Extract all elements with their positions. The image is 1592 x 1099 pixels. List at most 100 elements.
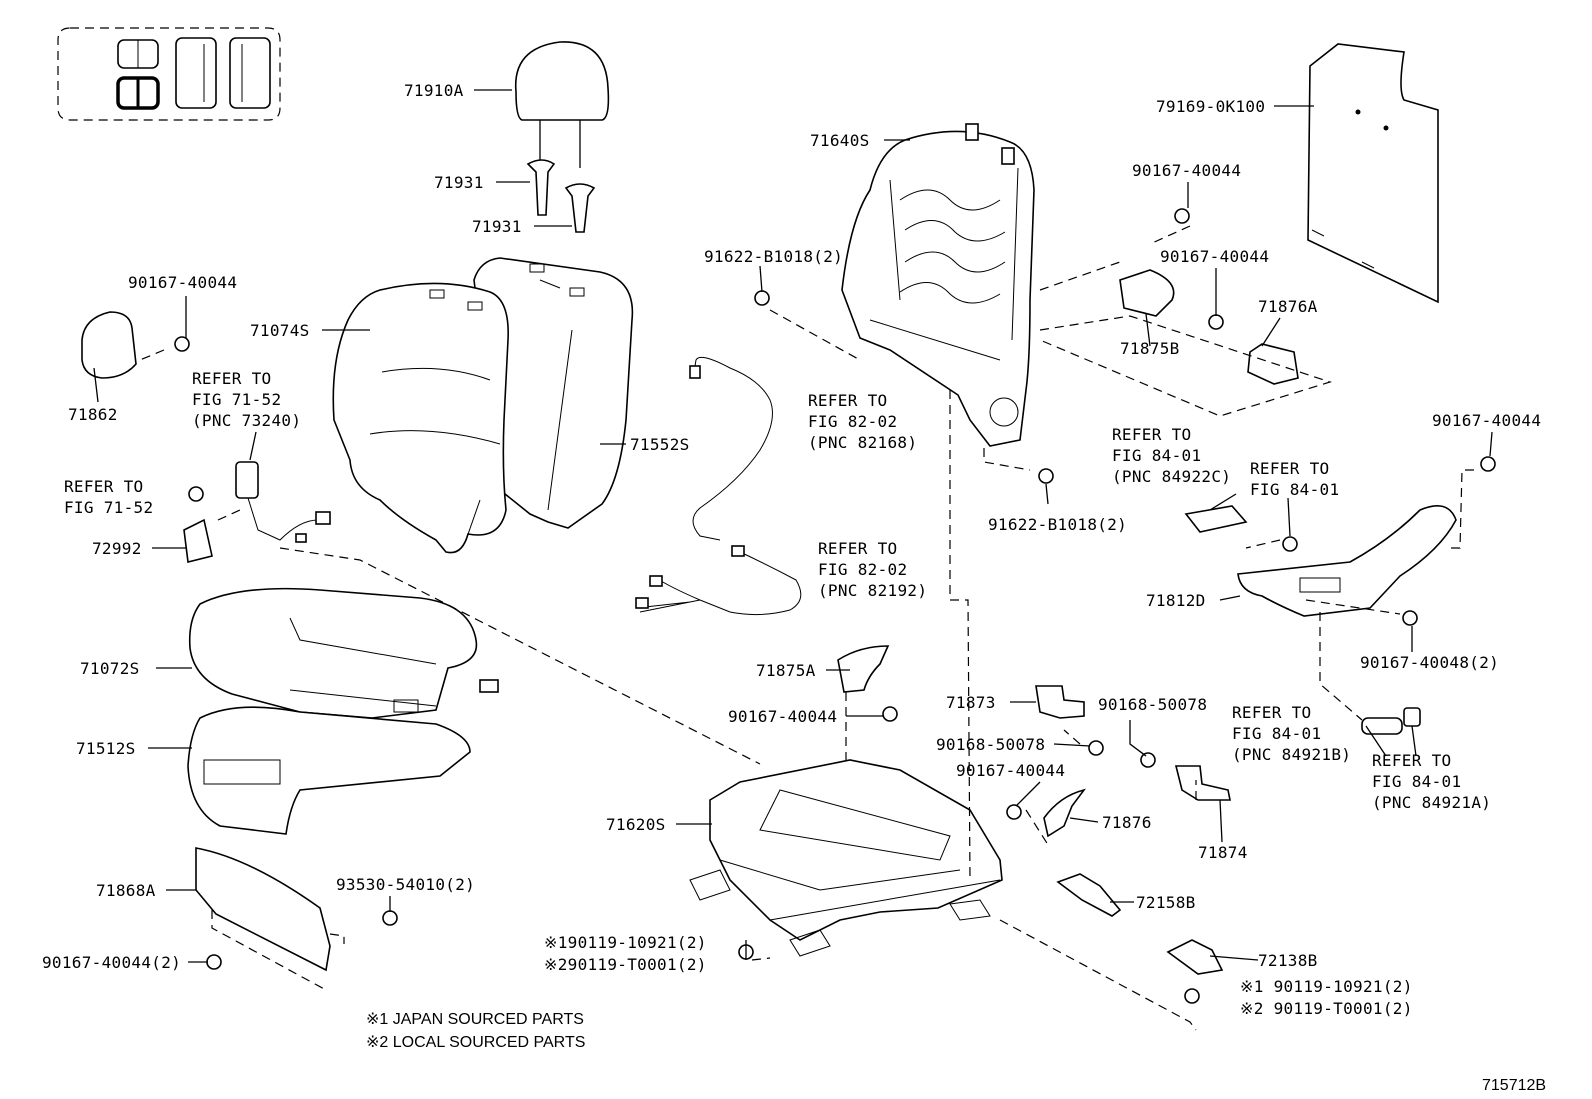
label-71931-lower: 71931 — [472, 217, 522, 236]
refer-line: FIG 71-52 — [64, 498, 153, 517]
label-71875A: 71875A — [756, 661, 816, 680]
phantom-lines — [139, 225, 1474, 1031]
refer-line: REFER TO — [818, 539, 897, 558]
footnotes: ※1 JAPAN SOURCED PARTS ※2 LOCAL SOURCED … — [366, 1011, 585, 1051]
label-93530-54010: 93530-54010(2) — [336, 875, 475, 894]
seat-cushion-cover-part — [188, 587, 499, 719]
side-shield-71812D — [1237, 504, 1457, 617]
seatback-frame-part — [841, 123, 1035, 447]
label-71876A: 71876A — [1258, 297, 1318, 316]
seatback-cover-part — [473, 257, 634, 529]
label-90168-50078-right: 90168-50078 — [1098, 695, 1207, 714]
label-71620S: 71620S — [606, 815, 666, 834]
label-90167-40044-right: 90167-40044 — [1432, 411, 1541, 430]
headrest-part — [514, 41, 610, 168]
refer-line: REFER TO — [808, 391, 887, 410]
refer-line: REFER TO — [192, 369, 271, 388]
refer-line: FIG 82-02 — [818, 560, 907, 579]
refer-note-fig84-01-pnc84921B: REFER TO FIG 84-01 (PNC 84921B) — [1232, 703, 1351, 764]
seat-adjuster-part — [689, 759, 1003, 957]
bracket-71875A — [837, 645, 890, 693]
label-71875B: 71875B — [1120, 339, 1180, 358]
refer-line: FIG 84-01 — [1372, 772, 1461, 791]
refer-line: (PNC 84921A) — [1372, 793, 1491, 812]
refer-note-fig84-01-pnc84921A: REFER TO FIG 84-01 (PNC 84921A) — [1372, 751, 1491, 812]
label-71072S: 71072S — [80, 659, 140, 678]
label-71874: 71874 — [1198, 843, 1248, 862]
label-79169-0K100: 79169-0K100 — [1156, 97, 1265, 116]
refer-line: REFER TO — [64, 477, 143, 496]
label-71931-upper: 71931 — [434, 173, 484, 192]
refer-line: REFER TO — [1250, 459, 1329, 478]
label-90119-10921-left: ※190119-10921(2) — [544, 933, 707, 952]
label-90119-T0001-left: ※290119-T0001(2) — [544, 955, 707, 974]
seat-cushion-pad-part — [187, 706, 471, 835]
label-90167-40044-2: 90167-40044(2) — [42, 953, 181, 972]
label-71876: 71876 — [1102, 813, 1152, 832]
label-90167-40044-left: 90167-40044 — [128, 273, 237, 292]
refer-note-fig82-02-pnc82168: REFER TO FIG 82-02 (PNC 82168) — [808, 391, 917, 452]
cushion-shield-part — [195, 847, 331, 972]
refer-line: FIG 84-01 — [1250, 480, 1339, 499]
label-71862: 71862 — [68, 405, 118, 424]
seatback-board-part — [1307, 43, 1439, 304]
label-71873: 71873 — [946, 693, 996, 712]
label-72992: 72992 — [92, 539, 142, 558]
refer-note-fig82-02-pnc82192: REFER TO FIG 82-02 (PNC 82192) — [818, 539, 927, 600]
label-71552S: 71552S — [630, 435, 690, 454]
label-71868A: 71868A — [96, 881, 156, 900]
label-90167-40044-mid2: 90167-40044 — [956, 761, 1065, 780]
refer-line: FIG 84-01 — [1232, 724, 1321, 743]
label-90167-40048: 90167-40048(2) — [1360, 653, 1499, 672]
label-71640S: 71640S — [810, 131, 870, 150]
switch-parts — [1184, 505, 1421, 735]
refer-note-fig71-52-pnc73240: REFER TO FIG 71-52 (PNC 73240) — [192, 369, 301, 430]
refer-line: (PNC 73240) — [192, 411, 301, 430]
label-71910A: 71910A — [404, 81, 464, 100]
label-90168-50078-left: 90168-50078 — [936, 735, 1045, 754]
recliner-cover-part — [81, 311, 137, 379]
label-90119-10921-right: ※1 90119-10921(2) — [1240, 977, 1413, 996]
bracket-71875B — [1119, 269, 1175, 317]
refer-line: REFER TO — [1112, 425, 1191, 444]
label-71512S: 71512S — [76, 739, 136, 758]
bracket-71876 — [1043, 788, 1086, 838]
label-91622-B1018-lower: 91622-B1018(2) — [988, 515, 1127, 534]
refer-line: REFER TO — [1372, 751, 1451, 770]
label-71074S: 71074S — [250, 321, 310, 340]
leader-lines — [93, 89, 1493, 963]
refer-line: FIG 71-52 — [192, 390, 281, 409]
figure-code: 715712B — [1482, 1077, 1546, 1094]
buckle-cover-part — [183, 518, 213, 563]
refer-line: (PNC 84922C) — [1112, 467, 1231, 486]
refer-line: (PNC 84921B) — [1232, 745, 1351, 764]
refer-line: REFER TO — [1232, 703, 1311, 722]
label-72138B: 72138B — [1258, 951, 1318, 970]
bracket-71874 — [1174, 765, 1231, 801]
footnote-local-sourced: ※2 LOCAL SOURCED PARTS — [366, 1034, 585, 1051]
refer-line: (PNC 82192) — [818, 581, 927, 600]
bracket-72138B — [1166, 939, 1224, 975]
refer-note-fig71-52: REFER TO FIG 71-52 — [64, 477, 153, 517]
part-number-labels: 71910A 71931 71931 71640S 79169-0K100 90… — [42, 81, 1541, 1018]
seatbelt-buckle-part — [235, 461, 331, 543]
label-90167-40044-tr1: 90167-40044 — [1132, 161, 1241, 180]
footnote-japan-sourced: ※1 JAPAN SOURCED PARTS — [366, 1011, 584, 1028]
refer-line: (PNC 82168) — [808, 433, 917, 452]
label-71812D: 71812D — [1146, 591, 1206, 610]
label-91622-B1018-upper: 91622-B1018(2) — [704, 247, 843, 266]
label-72158B: 72158B — [1136, 893, 1196, 912]
bracket-71873 — [1035, 685, 1085, 719]
refer-line: FIG 82-02 — [808, 412, 897, 431]
refer-notes: REFER TO FIG 71-52 (PNC 73240) REFER TO … — [64, 369, 1491, 812]
wire-harness-part — [635, 356, 802, 616]
headrest-guide-right — [564, 183, 596, 233]
label-90119-T0001-right: ※2 90119-T0001(2) — [1240, 999, 1413, 1018]
seat-position-index — [57, 27, 281, 121]
seatback-pad-part — [332, 282, 509, 554]
bracket-71876A — [1247, 343, 1299, 385]
headrest-guide-left — [526, 159, 556, 216]
fastener-bolts — [174, 208, 1496, 1004]
refer-note-fig84-01-pnc84922C: REFER TO FIG 84-01 (PNC 84922C) — [1112, 425, 1231, 486]
